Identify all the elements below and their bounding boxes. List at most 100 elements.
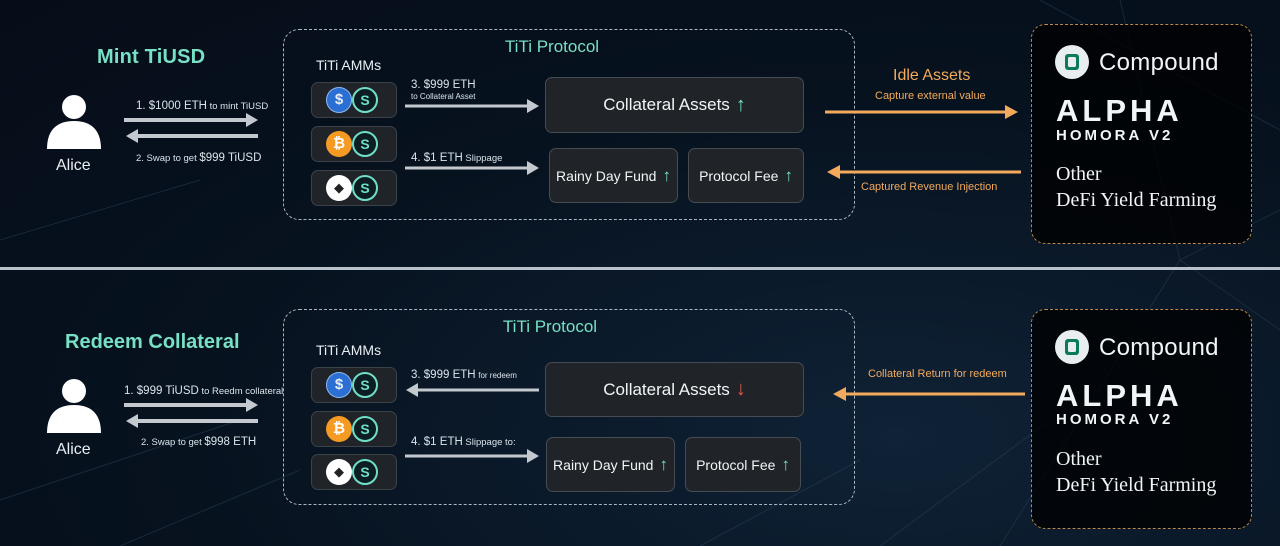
btc-glyph: ₿	[332, 420, 346, 437]
tiusd-glyph: S	[360, 136, 370, 152]
rainy-label: Rainy Day Fund	[556, 167, 657, 184]
fee-label: Protocol Fee	[699, 167, 779, 184]
usdc-glyph: $	[334, 376, 344, 393]
protocol-fee-card[interactable]: Protocol Fee ↑	[685, 437, 801, 492]
step3-amount: 3. $999 ETH	[411, 79, 476, 91]
section-divider	[0, 267, 1280, 270]
up-arrow-icon: ↑	[662, 165, 671, 185]
collateral-assets-card[interactable]: Collateral Assets ↓	[545, 362, 804, 417]
tiusd-glyph: S	[360, 92, 370, 108]
tiusd-icon: S	[352, 372, 378, 398]
usdc-glyph: $	[334, 91, 344, 108]
rainy-day-fund-card[interactable]: Rainy Day Fund ↑	[546, 437, 675, 492]
redeem-step3-label: 3. $999 ETH for redeem	[411, 369, 517, 381]
revenue-label: Captured Revenue Injection	[861, 181, 998, 193]
titi-protocol-box	[283, 309, 855, 505]
revenue-arrow	[827, 165, 1021, 179]
alpha-text: ALPHA	[1056, 378, 1183, 413]
btc-glyph: ₿	[332, 135, 346, 152]
protocol-title: TiTi Protocol	[504, 37, 600, 56]
defi-yield-text: DeFi Yield Farming	[1056, 474, 1217, 496]
redeem-step2-text: 2. Swap to get	[141, 437, 202, 448]
redeem-step4-suffix: Slippage to:	[465, 437, 516, 448]
rainy-label: Rainy Day Fund	[553, 456, 654, 473]
redeem-title: Redeem Collateral	[65, 331, 240, 353]
step4-amount: 4. $1 ETH	[411, 152, 463, 164]
usdc-icon: $	[326, 87, 352, 113]
redeem-step4-amount: 4. $1 ETH	[411, 436, 463, 448]
redeem-step1-label: 1. $999 TiUSD to Reedm collateral	[124, 385, 283, 397]
step4-arrow	[405, 161, 539, 175]
step4-label: 4. $1 ETH Slippage	[411, 152, 502, 164]
up-arrow-icon: ↑	[781, 454, 790, 474]
rainy-day-fund-card[interactable]: Rainy Day Fund ↑	[549, 148, 678, 203]
compound-text: Compound	[1099, 49, 1219, 76]
amm-usdc-pool[interactable]: $ S	[311, 82, 397, 118]
other-text: Other	[1056, 448, 1102, 470]
step2-value: $999 TiUSD	[199, 152, 262, 164]
step3-label: 3. $999 ETH to Collateral Asset	[411, 79, 476, 102]
tiusd-glyph: S	[360, 180, 370, 196]
tiusd-icon: S	[352, 87, 378, 113]
collateral-assets-card[interactable]: Collateral Assets ↑	[545, 77, 804, 133]
collateral-label: Collateral Assets	[603, 95, 730, 114]
tiusd-glyph: S	[360, 421, 370, 437]
amm-eth-pool[interactable]: ◆ S	[311, 170, 397, 206]
step1-amount: 1. $1000 ETH	[136, 100, 207, 112]
collateral-return-label: Collateral Return for redeem	[868, 368, 1007, 380]
up-arrow-icon: ↑	[784, 165, 793, 185]
eth-glyph: ◆	[334, 464, 344, 479]
idle-assets-title: Idle Assets	[893, 67, 971, 84]
homora-text: HOMORA V2	[1056, 411, 1174, 428]
protocol-fee-card[interactable]: Protocol Fee ↑	[688, 148, 804, 203]
compound-text: Compound	[1099, 334, 1219, 361]
idle-assets-arrow	[825, 105, 1018, 119]
redeem-step1-amount: 1. $999 TiUSD	[124, 385, 199, 397]
eth-icon: ◆	[326, 459, 352, 485]
collateral-return-arrow	[833, 387, 1025, 401]
tiusd-glyph: S	[360, 377, 370, 393]
user-label: Alice	[56, 157, 91, 174]
step1-arrows	[124, 113, 258, 143]
amm-btc-pool[interactable]: ₿ S	[311, 411, 397, 447]
step1-label: 1. $1000 ETH to mint TiUSD	[136, 100, 268, 112]
compound-logo-icon	[1055, 45, 1089, 79]
redeem-step3-amount: 3. $999 ETH	[411, 369, 476, 381]
step2-label: 2. Swap to get $999 TiUSD	[136, 152, 261, 164]
homora-text: HOMORA V2	[1056, 127, 1174, 144]
redeem-step2-label: 2. Swap to get $998 ETH	[141, 436, 256, 448]
idle-assets-subtitle: Capture external value	[875, 90, 986, 102]
defi-yield-text: DeFi Yield Farming	[1056, 189, 1217, 211]
step3-suffix: to Collateral Asset	[411, 92, 476, 101]
eth-glyph: ◆	[334, 180, 344, 195]
amms-label: TiTi AMMs	[316, 57, 382, 73]
usdc-icon: $	[326, 372, 352, 398]
step4-suffix: Slippage	[465, 153, 503, 164]
titi-protocol-box	[283, 29, 855, 220]
redeem-step4-label: 4. $1 ETH Slippage to:	[411, 436, 516, 448]
step2-text: 2. Swap to get	[136, 153, 197, 164]
tiusd-icon: S	[352, 131, 378, 157]
user-label: Alice	[56, 441, 91, 458]
alpha-text: ALPHA	[1056, 93, 1183, 128]
user-icon	[47, 95, 101, 149]
fee-label: Protocol Fee	[696, 456, 776, 473]
btc-icon: ₿	[326, 416, 352, 442]
amm-eth-pool[interactable]: ◆ S	[311, 454, 397, 490]
tiusd-icon: S	[352, 416, 378, 442]
redeem-step4-arrow	[405, 449, 539, 463]
redeem-step2-value: $998 ETH	[204, 436, 257, 448]
tiusd-glyph: S	[360, 464, 370, 480]
amm-usdc-pool[interactable]: $ S	[311, 367, 397, 403]
protocol-title: TiTi Protocol	[502, 317, 598, 336]
step1-suffix: to mint TiUSD	[209, 101, 269, 112]
redeem-step1-arrows	[124, 398, 258, 428]
amm-btc-pool[interactable]: ₿ S	[311, 126, 397, 162]
redeem-step3-suffix: for redeem	[478, 371, 517, 380]
btc-icon: ₿	[326, 131, 352, 157]
step3-arrow	[405, 99, 539, 113]
redeem-step3-arrow	[406, 383, 539, 397]
eth-icon: ◆	[326, 175, 352, 201]
amms-label: TiTi AMMs	[316, 342, 382, 358]
up-arrow-icon: ↑	[735, 93, 746, 116]
